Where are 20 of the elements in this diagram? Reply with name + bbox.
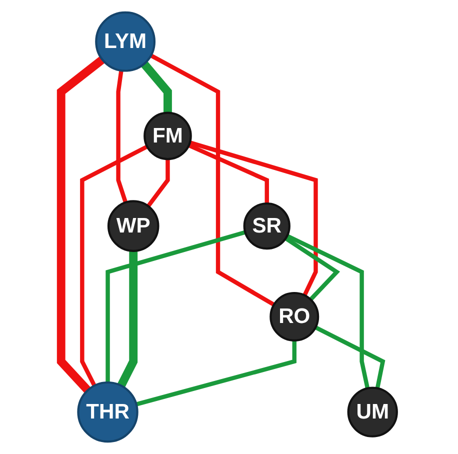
connector xyxy=(136,340,296,406)
connector xyxy=(106,230,246,382)
connector xyxy=(286,234,370,389)
connector xyxy=(116,70,128,204)
connector xyxy=(80,144,148,387)
node-circle: WP xyxy=(107,200,160,252)
connector xyxy=(188,143,269,204)
node-circle: THR xyxy=(77,381,138,443)
connector xyxy=(140,61,172,113)
connector xyxy=(189,140,318,296)
connector xyxy=(146,159,170,208)
connector xyxy=(117,250,138,388)
node-circle: SR xyxy=(243,202,290,250)
node-circle: LYM xyxy=(95,11,156,72)
connector xyxy=(314,326,386,389)
connector xyxy=(56,56,105,394)
connector xyxy=(150,54,275,307)
node-circle: FM xyxy=(144,112,192,160)
node-circle: RO xyxy=(270,292,320,342)
node-circle: UM xyxy=(347,386,398,438)
